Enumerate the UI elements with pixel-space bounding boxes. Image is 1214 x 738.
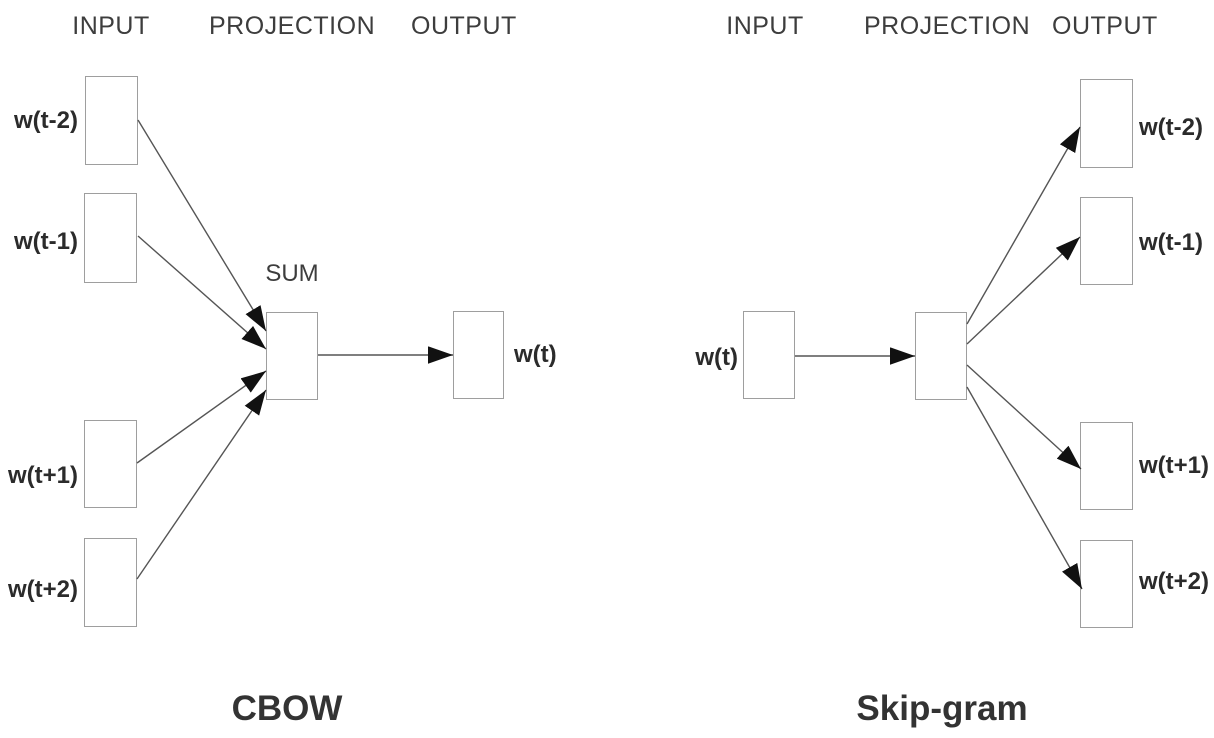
skipgram-edge-projection-to-wt-2: [966, 126, 1081, 325]
cbow-header-projection: PROJECTION: [209, 12, 376, 40]
skipgram-title: Skip-gram: [856, 689, 1028, 728]
skipgram-output-box-wt+1: [1080, 422, 1133, 510]
skipgram-output-box-wt-2: [1080, 79, 1133, 168]
cbow-edge-wt+2-to-projection: [136, 389, 267, 580]
skipgram-output-label-wt-1: w(t-1): [1139, 229, 1203, 256]
skipgram-edge-projection-to-wt-1: [966, 236, 1081, 345]
skipgram-output-label-wt-2: w(t-2): [1139, 114, 1203, 141]
cbow-header-output: OUTPUT: [411, 12, 517, 40]
skipgram-header-input: INPUT: [726, 12, 804, 40]
skipgram-projection-box: [915, 312, 967, 400]
cbow-edge-wt-2-to-projection: [137, 119, 267, 332]
skipgram-output-box-wt+2: [1080, 540, 1133, 628]
skipgram-edge-projection-to-wt+2: [966, 386, 1083, 590]
cbow-input-box-wt+2: [84, 538, 137, 627]
cbow-input-label-wt+2: w(t+2): [7, 576, 78, 603]
skipgram-output-label-wt+1: w(t+1): [1139, 452, 1210, 479]
cbow-input-box-wt+1: [84, 420, 137, 508]
skipgram-output-box-wt-1: [1080, 197, 1133, 285]
cbow-input-box-wt-1: [84, 193, 137, 283]
cbow-input-label-wt-1: w(t-1): [14, 228, 78, 255]
cbow-input-label-wt+1: w(t+1): [7, 462, 78, 489]
skipgram-header-projection: PROJECTION: [864, 12, 1031, 40]
cbow-input-box-wt-2: [85, 76, 138, 165]
cbow-projection-box: [266, 312, 318, 400]
cbow-sum-label: SUM: [265, 260, 319, 287]
cbow-output-label-wt: w(t): [514, 341, 557, 368]
cbow-edge-wt-1-to-projection: [137, 235, 267, 350]
skipgram-input-label-wt: w(t): [695, 344, 738, 371]
cbow-title: CBOW: [231, 689, 343, 728]
skipgram-input-box: [743, 311, 795, 399]
cbow-header-input: INPUT: [72, 12, 150, 40]
skipgram-output-label-wt+2: w(t+2): [1139, 568, 1210, 595]
skipgram-edge-projection-to-wt+1: [966, 364, 1082, 470]
cbow-edge-wt+1-to-projection: [136, 370, 267, 464]
skipgram-header-output: OUTPUT: [1052, 12, 1158, 40]
cbow-output-box: [453, 311, 504, 399]
cbow-input-label-wt-2: w(t-2): [14, 107, 78, 134]
